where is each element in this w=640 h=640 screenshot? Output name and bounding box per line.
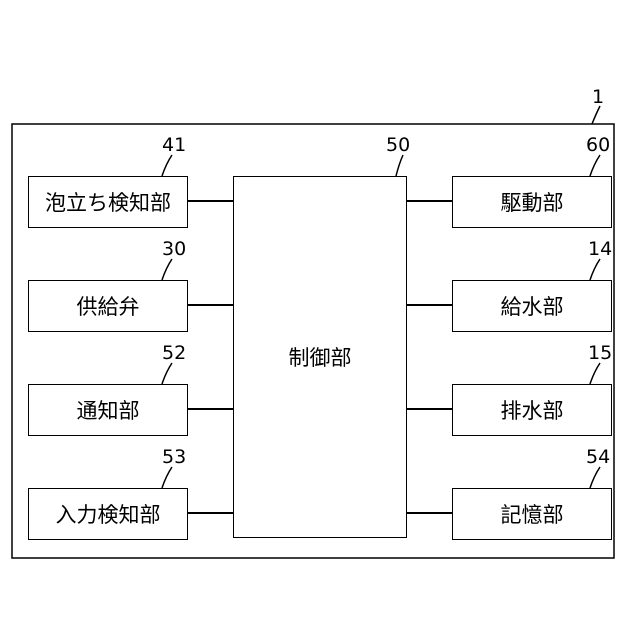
- storage-label: 記憶部: [501, 499, 564, 529]
- system-ref-number: 1: [592, 88, 604, 107]
- leader-left-2: [162, 259, 172, 280]
- drainage-label: 排水部: [501, 395, 564, 425]
- drive-unit-block: 駆動部: [452, 176, 612, 228]
- water-supply-block: 給水部: [452, 280, 612, 332]
- input-detection-label: 入力検知部: [56, 499, 161, 529]
- notification-label: 通知部: [77, 395, 140, 425]
- water-supply-ref-number: 14: [588, 240, 612, 259]
- storage-ref-number: 54: [586, 448, 610, 467]
- water-supply-label: 給水部: [501, 291, 564, 321]
- supply-valve-ref-number: 30: [162, 240, 186, 259]
- leader-control: [396, 155, 403, 176]
- input-detection-block: 入力検知部: [28, 488, 188, 540]
- leader-right-1: [590, 155, 600, 176]
- drainage-block: 排水部: [452, 384, 612, 436]
- supply-valve-block: 供給弁: [28, 280, 188, 332]
- leader-left-3: [162, 363, 172, 384]
- drive-unit-ref-number: 60: [586, 136, 610, 155]
- foam-detection-ref-number: 41: [162, 136, 186, 155]
- leader-right-4: [590, 467, 600, 488]
- leader-right-3: [590, 363, 600, 384]
- leader-system: [592, 106, 600, 124]
- control-unit-block: 制御部: [233, 176, 407, 538]
- input-detection-ref-number: 53: [162, 448, 186, 467]
- foam-detection-block: 泡立ち検知部: [28, 176, 188, 228]
- foam-detection-label: 泡立ち検知部: [45, 187, 171, 217]
- drainage-ref-number: 15: [588, 344, 612, 363]
- notification-ref-number: 52: [162, 344, 186, 363]
- leader-left-4: [162, 467, 172, 488]
- leader-left-1: [162, 155, 172, 176]
- notification-block: 通知部: [28, 384, 188, 436]
- control-unit-ref-number: 50: [386, 136, 410, 155]
- storage-block: 記憶部: [452, 488, 612, 540]
- leader-right-2: [590, 259, 600, 280]
- drive-unit-label: 駆動部: [501, 187, 564, 217]
- control-unit-label: 制御部: [289, 342, 352, 372]
- supply-valve-label: 供給弁: [77, 291, 140, 321]
